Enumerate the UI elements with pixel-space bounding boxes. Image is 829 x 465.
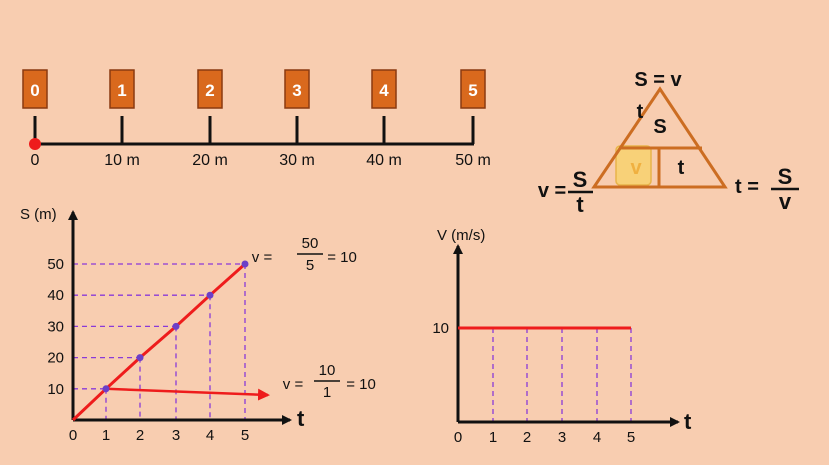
annot-top-rhs: = 10 [327,249,357,266]
distance-label: 10 m [104,152,140,169]
highlight-cell [615,145,652,186]
distance-marker-box [22,69,48,109]
right-cell-t: t [678,157,685,179]
vt-y-axis-title: V (m/s) [437,227,485,244]
vt-x-axis-title: t [684,409,692,434]
st-y-tick-label: 20 [47,350,64,367]
right-formula-num: S [778,164,793,189]
formula-triangle: S = v t S v t v = S t t = S v [538,69,799,217]
vt-x-tick-label: 1 [489,429,497,446]
st-x-tick-label: 2 [136,427,144,444]
distance-marker-box [197,69,223,109]
vt-y-tick-label: 10 [432,320,449,337]
vt-x-tick-label: 0 [454,429,462,446]
distance-marker-label: 1 [117,81,126,100]
annot-top-den: 5 [306,257,314,274]
annot-top-lhs: v = [252,249,273,266]
left-formula-den: t [576,192,584,217]
distance-label: 20 m [192,152,228,169]
distance-label: 50 m [455,152,491,169]
left-cell-v: v [630,157,642,179]
start-point [29,138,41,150]
distance-marker-box [460,69,486,109]
distance-marker-label: 0 [30,81,39,100]
distance-marker-label: 5 [468,81,477,100]
st-y-tick-label: 50 [47,256,64,273]
top-formula: S = v [634,69,682,91]
distance-label: 40 m [366,152,402,169]
number-line: 0 0 1 10 m 2 20 m 3 30 m 4 40 m 5 50 m [22,69,491,169]
annot-bottom-den: 1 [323,384,331,401]
st-data-point [241,260,249,268]
velocity-time-chart: 0 1 2 3 4 5 10 V (m/s) t [432,227,692,446]
st-y-axis-title: S (m) [20,206,57,223]
vt-x-tick-label: 4 [593,429,601,446]
distance-marker-label: 2 [205,81,214,100]
st-x-tick-label: 5 [241,427,249,444]
st-series-line [71,262,246,422]
distance-marker-label: 3 [292,81,301,100]
st-y-tick-label: 40 [47,287,64,304]
annot-bottom-rhs: = 10 [346,376,376,393]
vt-x-tick-label: 2 [523,429,531,446]
st-slope-arrow [105,387,270,401]
annot-bottom-num: 10 [319,362,336,379]
st-y-tick-label: 10 [47,381,64,398]
distance-marker-box [371,69,397,109]
st-data-point [206,291,214,299]
st-x-tick-label: 0 [69,427,77,444]
st-data-point [136,354,144,362]
st-x-tick-label: 3 [172,427,180,444]
st-y-tick-label: 30 [47,318,64,335]
left-formula-num: S [573,167,588,192]
distance-marker-label: 4 [379,81,389,100]
distance-label: 0 [31,152,40,169]
distance-label: 30 m [279,152,315,169]
st-data-point [172,322,180,330]
vt-x-tick-label: 3 [558,429,566,446]
st-data-point [102,385,110,393]
st-x-tick-label: 1 [102,427,110,444]
top-formula-t: t [637,101,644,123]
st-x-axis-title: t [297,406,305,431]
vt-x-tick-label: 5 [627,429,635,446]
right-formula-lhs: t = [735,176,759,198]
distance-marker-box [284,69,310,109]
left-formula-lhs: v = [538,180,566,202]
distance-marker-box [109,69,135,109]
annot-bottom-lhs: v = [283,376,304,393]
st-x-tick-label: 4 [206,427,214,444]
right-formula-den: v [779,189,792,214]
top-cell-s: S [653,116,666,138]
annot-top-num: 50 [302,235,319,252]
